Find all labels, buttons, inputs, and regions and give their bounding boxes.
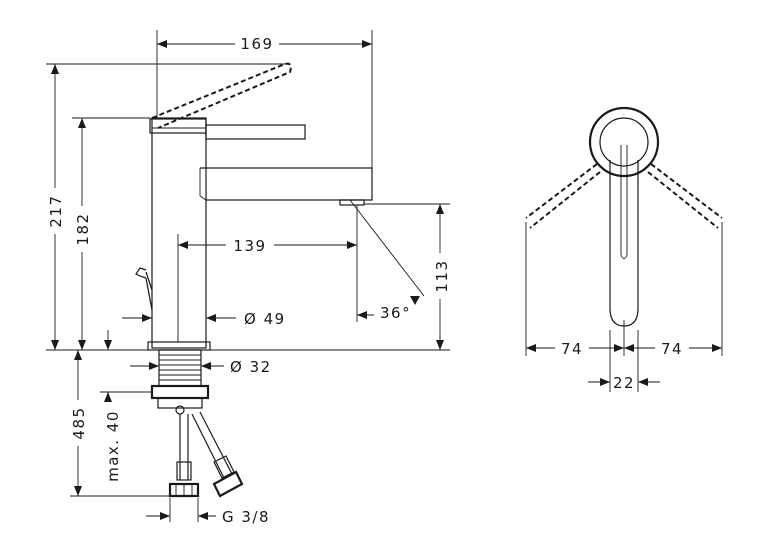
pull-rod-knob — [135, 267, 147, 279]
mounting-assembly — [150, 349, 244, 498]
label-lever-width: 22 — [613, 374, 635, 392]
dimension-body-diameter: Ø 49 — [122, 310, 286, 328]
top-view-body-outer — [588, 106, 660, 178]
top-view-lever-slot — [620, 145, 628, 259]
faucet-top-view — [525, 106, 723, 392]
mounting-screw — [175, 405, 185, 415]
label-body-diameter: Ø 49 — [244, 310, 286, 328]
label-hose-length: 485 — [70, 406, 88, 439]
lever-open-dashed — [151, 62, 292, 129]
dimension-hose-length: 485 — [69, 350, 170, 497]
label-spout-clearance: 113 — [433, 259, 451, 292]
dimension-lever-swing-right: 74 — [624, 339, 722, 358]
label-lever-swing-right: 74 — [661, 340, 683, 358]
hose-crimp-left — [176, 461, 192, 481]
dimension-shank-diameter: Ø 32 — [130, 358, 272, 376]
aerator — [339, 199, 365, 206]
dimension-connection-thread: G 3/8 — [146, 498, 270, 526]
lever-closed — [205, 124, 306, 140]
lever-swing-left-dashed — [525, 163, 601, 229]
lever-swing-right-dashed — [647, 163, 723, 229]
label-spout-height: 182 — [74, 212, 92, 245]
top-view-lever — [609, 160, 639, 327]
label-shank-diameter: Ø 32 — [230, 358, 272, 376]
dimension-spout-angle: 36° — [349, 199, 425, 322]
dimension-spout-reach: 139 — [177, 205, 358, 342]
hose-right — [191, 411, 233, 479]
label-max-counter-thickness: max. 40 — [104, 410, 122, 482]
dimension-lever-swing-left: 74 — [526, 339, 624, 358]
faucet-cap — [149, 118, 207, 134]
label-spout-angle: 36° — [380, 304, 411, 322]
dimension-spout-height: 182 — [72, 117, 150, 350]
label-lever-swing-left: 74 — [561, 340, 583, 358]
label-connection-thread: G 3/8 — [222, 508, 270, 526]
dimension-max-counter-thickness: max. 40 — [100, 330, 152, 482]
faucet-side-view — [135, 62, 373, 351]
top-view-body-inner — [599, 117, 649, 167]
mounting-nut — [150, 384, 210, 400]
dimension-spout-clearance: 113 — [364, 203, 451, 350]
label-spout-reach: 139 — [233, 237, 266, 255]
dimension-total-width: 169 — [156, 30, 373, 168]
label-total-width: 169 — [240, 35, 273, 53]
hose-fitting-left — [168, 482, 200, 498]
faucet-base — [147, 341, 211, 351]
label-total-height: 217 — [47, 194, 65, 227]
mounting-washer — [157, 397, 203, 409]
faucet-spout — [200, 167, 373, 201]
hose-left — [179, 414, 189, 480]
dimension-lever-width: 22 — [588, 374, 660, 392]
faucet-body — [151, 117, 207, 349]
dimension-total-height: 217 — [46, 63, 288, 350]
hose-fitting-right — [212, 470, 244, 498]
